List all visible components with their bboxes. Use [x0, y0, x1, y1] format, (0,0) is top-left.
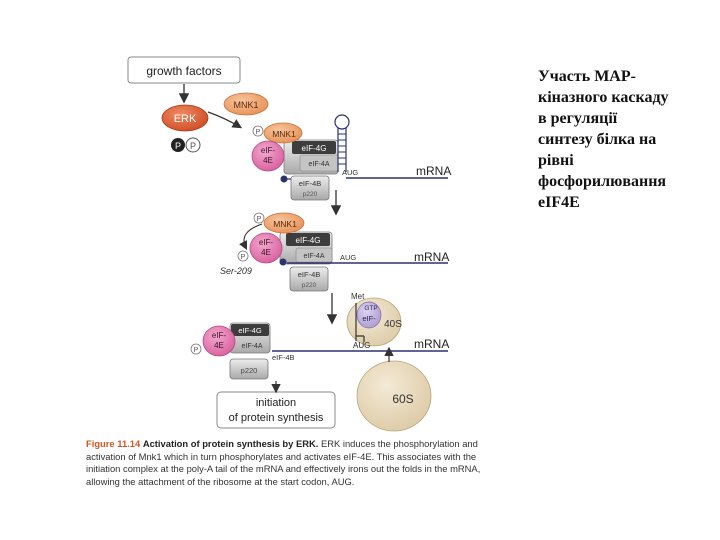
p220-block-3 — [229, 358, 269, 380]
eif4e-label-2a: eIF- — [259, 238, 274, 247]
growth-factors-label: growth factors — [146, 64, 221, 78]
eif4g-label-3: eIF-4G — [238, 326, 262, 335]
erk-oval — [161, 104, 209, 132]
phosphate-erk-2 — [185, 137, 201, 153]
mrna-label-3: mRNA — [414, 337, 449, 351]
erk-label: ERK — [174, 113, 197, 125]
mrna-cap-1 — [280, 175, 288, 183]
p220-label-2: p220 — [302, 282, 317, 289]
eif4e-label-2b: 4E — [261, 248, 271, 257]
arrow-mnk1-to-eif4e — [239, 223, 263, 250]
eif4a-label-1: eIF-4A — [308, 161, 329, 168]
mrna-hairpin-1 — [337, 128, 347, 172]
eif4e-label-3b: 4E — [214, 341, 224, 350]
initiation-label-line2: of protein synthesis — [229, 412, 324, 424]
phosphate-mnk1-label: P — [256, 129, 261, 136]
trna-stem — [355, 303, 365, 342]
slide-title-line: Участь MAP- — [538, 68, 636, 85]
slide-title-line: кіназного каскаду — [538, 89, 669, 106]
slide-title-line: синтезу білка на — [538, 131, 657, 148]
ribosome-60s-label: 60S — [392, 392, 413, 406]
slide-title-line: фосфорилювання — [538, 173, 667, 190]
eif4b-block-2 — [289, 266, 329, 292]
figure-caption-body: ERK induces the phosphorylation and acti… — [86, 438, 481, 487]
eif2-gtp-complex — [356, 301, 382, 329]
phosphate-erk-2-label: P — [190, 141, 196, 151]
eif4a-label-2: eIF-4A — [303, 253, 324, 260]
eif4e-oval-1 — [251, 140, 285, 172]
p220-label-1: p220 — [303, 191, 318, 198]
figure-title: Activation of protein synthesis by ERK. — [142, 438, 319, 449]
growth-factors-box: growth factors — [127, 56, 241, 84]
eif4e-label-1b: 4E — [263, 156, 273, 165]
p220-label-3: p220 — [241, 366, 258, 375]
mnk1-label-bound: MNK1 — [272, 129, 296, 139]
mrna-label-2: mRNA — [414, 250, 449, 264]
phosphate-erk-1 — [171, 138, 185, 152]
phosphate-mnk1-2-label: P — [257, 216, 262, 223]
initiation-complex-3: eIF-4G eIF-4A p220 eIF- 4E P eIF-4B GTP … — [190, 292, 449, 380]
ribosome-60s — [356, 360, 432, 432]
phosphate-eif4e — [237, 250, 249, 262]
eif4b-block-1 — [290, 175, 330, 201]
aug-label-3: AUG — [353, 341, 370, 350]
mrna-cap-2 — [279, 258, 287, 266]
eif4e-oval-2 — [249, 232, 283, 264]
mrna-hairpin-rungs-1 — [338, 133, 346, 165]
eif4g-band-3 — [231, 324, 269, 336]
mnk1-oval-free — [223, 92, 269, 116]
phosphate-mnk1-2 — [253, 212, 265, 224]
mrna-loop-1 — [334, 114, 350, 130]
eif4g-band-2 — [286, 233, 330, 246]
eif4a-label-3: eIF-4A — [241, 343, 262, 350]
eif4a-block-2 — [295, 247, 333, 263]
initiation-complex-2: eIF-4G eIF-4A eIF-4B p220 MNK1 P eIF- 4E… — [220, 212, 449, 292]
phosphate-eif4e-3 — [190, 343, 202, 355]
figure-label: Figure 11.14 — [86, 438, 141, 449]
eif4g-band-1 — [292, 141, 336, 154]
eif4b-label-3: eIF-4B — [272, 353, 295, 362]
eif4b-label-2: eIF-4B — [298, 270, 321, 279]
mnk1-label-free: MNK1 — [233, 100, 258, 110]
figure-caption: Figure 11.14 Activation of protein synth… — [86, 438, 496, 488]
phosphate-erk-1-label: P — [175, 141, 181, 151]
mnk1-oval-released — [263, 212, 305, 234]
mnk1-label-released: MNK1 — [273, 219, 297, 229]
ribosome-40s-label: 40S — [384, 319, 402, 330]
mnk1-oval-bound — [263, 122, 303, 144]
gtp-label: GTP — [364, 305, 377, 312]
phosphate-eif4e-3-label: P — [194, 347, 199, 354]
mrna-label-1: mRNA — [416, 164, 451, 178]
arrow-erk-to-mnk1 — [207, 111, 243, 129]
slide-title-line: в регуляції — [538, 110, 618, 127]
eif4b-label-1: eIF-4B — [299, 179, 322, 188]
slide-title: Участь MAP- кіназного каскаду в регуляці… — [538, 66, 716, 213]
slide-title-line: eIF4E — [538, 194, 580, 211]
eif2-label: eIF- — [362, 314, 376, 323]
phosphate-eif4e-label: P — [241, 254, 246, 261]
initiation-complex-1: eIF-4G eIF-4A eIF-4B p220 MNK1 P eIF- 4E… — [251, 114, 451, 201]
aug-label-2: AUG — [340, 253, 356, 262]
phosphate-mnk1 — [252, 125, 264, 137]
ser209-label: Ser-209 — [220, 266, 252, 276]
eif4g-label-1: eIF-4G — [302, 144, 327, 153]
slide-title-line: рівні — [538, 152, 574, 169]
eif4e-label-1a: eIF- — [261, 146, 276, 155]
eif4e-label-3a: eIF- — [212, 331, 227, 340]
initiation-label-line1: initiation — [256, 397, 296, 409]
met-label: Met — [351, 292, 365, 301]
aug-label-1: AUG — [342, 168, 358, 177]
eif4e-oval-3 — [202, 325, 236, 357]
initiation-box: initiation of protein synthesis — [216, 391, 336, 429]
eif4g-label-2: eIF-4G — [296, 236, 321, 245]
